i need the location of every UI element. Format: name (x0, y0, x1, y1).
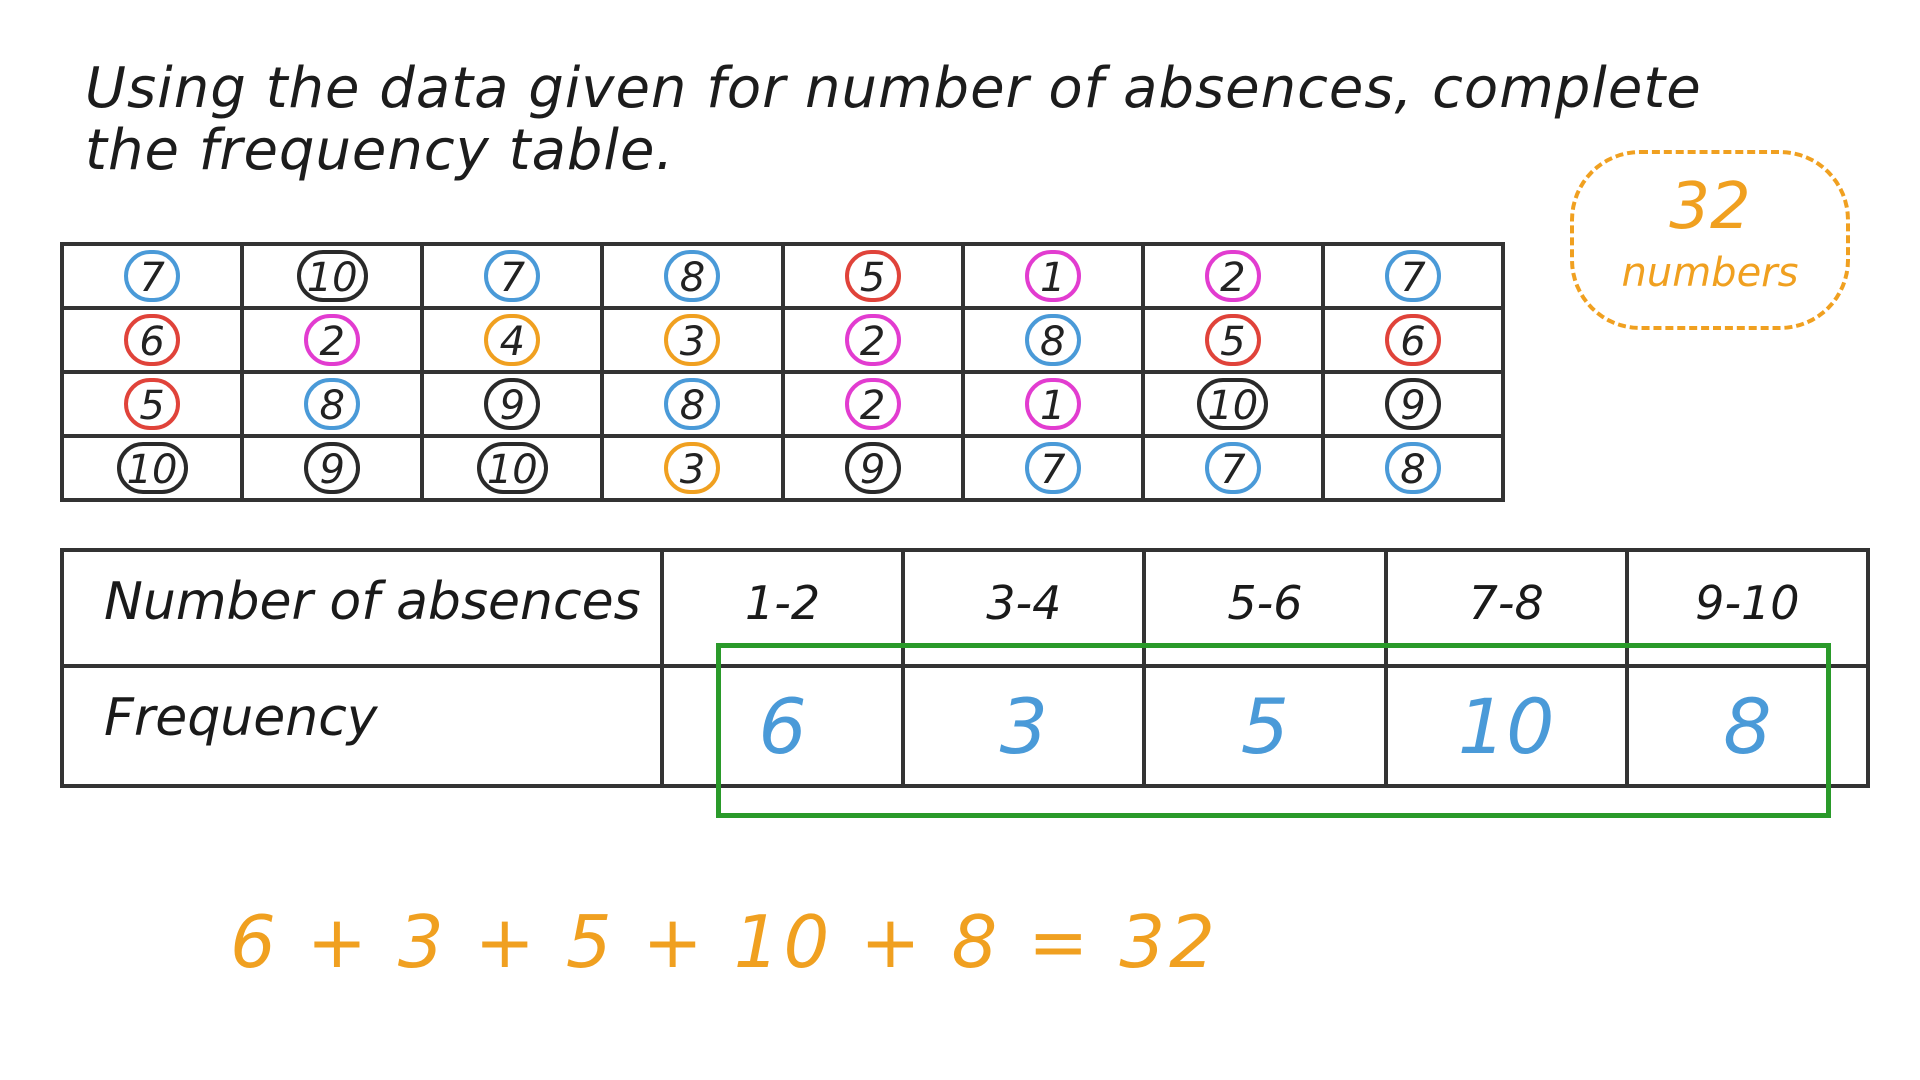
data-grid-cell: 9 (420, 370, 605, 438)
circled-value: 2 (1204, 250, 1261, 302)
data-grid-cell: 10 (1140, 370, 1325, 438)
frequency-cell: 10 (1383, 664, 1629, 788)
data-grid-row: 7 10 7 8 5 1 2 7 (59, 242, 1506, 310)
circled-value: 7 (1384, 250, 1441, 302)
class-cell: 5-6 (1142, 548, 1388, 668)
circled-value: 7 (124, 250, 181, 302)
absence-data-grid-body: 7 10 7 8 5 1 2 7 6 2 4 3 2 8 5 6 5 8 9 8 2 1 10 9 10 9 10 3 9 7 7 8 (59, 242, 1506, 502)
circled-value: 2 (304, 314, 361, 366)
frequency-row-label: Frequency (60, 664, 664, 788)
circled-value: 8 (664, 250, 721, 302)
count-note-bubble: 32 numbers (1570, 150, 1850, 330)
count-note-number: 32 (1669, 170, 1751, 244)
frequency-cell: 8 (1624, 664, 1871, 788)
data-grid-cell: 8 (600, 242, 785, 310)
data-grid-cell: 4 (420, 306, 605, 374)
data-grid-cell: 9 (240, 434, 425, 502)
circled-value: 1 (1024, 378, 1081, 430)
circled-value: 6 (124, 314, 181, 366)
circled-value: 9 (844, 442, 901, 494)
circled-value: 10 (296, 250, 368, 302)
data-grid-cell: 2 (780, 306, 965, 374)
circled-value: 5 (1204, 314, 1261, 366)
data-grid-cell: 8 (600, 370, 785, 438)
circled-value: 6 (1384, 314, 1441, 366)
data-grid-cell: 3 (600, 434, 785, 502)
circled-value: 10 (1197, 378, 1269, 430)
circled-value: 9 (304, 442, 361, 494)
frequency-cell: 5 (1142, 664, 1388, 788)
data-grid-cell: 7 (1320, 242, 1506, 310)
count-note-word: numbers (1621, 250, 1799, 296)
data-grid-cell: 7 (960, 434, 1145, 502)
data-grid-cell: 10 (59, 434, 245, 502)
circled-value: 8 (304, 378, 361, 430)
circled-value: 8 (664, 378, 721, 430)
data-grid-cell: 7 (420, 242, 605, 310)
data-grid-cell: 1 (960, 370, 1145, 438)
circled-value: 7 (1204, 442, 1261, 494)
absence-data-grid: 7 10 7 8 5 1 2 7 6 2 4 3 2 8 5 6 5 8 9 8 2 1 10 9 10 9 10 3 9 7 7 8 (59, 242, 1506, 502)
circled-value: 5 (844, 250, 901, 302)
data-grid-cell: 1 (960, 242, 1145, 310)
data-grid-cell: 8 (1320, 434, 1506, 502)
circled-value: 3 (664, 442, 721, 494)
class-cell: 3-4 (901, 548, 1147, 668)
data-grid-cell: 3 (600, 306, 785, 374)
circled-value: 8 (1024, 314, 1081, 366)
data-grid-cell: 7 (59, 242, 245, 310)
data-grid-cell: 5 (780, 242, 965, 310)
data-grid-cell: 8 (240, 370, 425, 438)
data-grid-row: 10 9 10 3 9 7 7 8 (59, 434, 1506, 502)
circled-value: 1 (1024, 250, 1081, 302)
frequency-cell: 6 (659, 664, 906, 788)
data-grid-cell: 6 (59, 306, 245, 374)
data-grid-cell: 2 (780, 370, 965, 438)
class-row: Number of absences 1-2 3-4 5-6 7-8 9-10 (60, 548, 1871, 668)
data-grid-cell: 9 (780, 434, 965, 502)
circled-value: 2 (844, 378, 901, 430)
class-cell: 1-2 (659, 548, 906, 668)
data-grid-cell: 10 (420, 434, 605, 502)
data-grid-cell: 2 (1140, 242, 1325, 310)
data-grid-cell: 8 (960, 306, 1145, 374)
data-grid-cell: 7 (1140, 434, 1325, 502)
circled-value: 10 (116, 442, 188, 494)
circled-value: 9 (1384, 378, 1441, 430)
circled-value: 7 (1024, 442, 1081, 494)
data-grid-cell: 6 (1320, 306, 1506, 374)
circled-value: 8 (1384, 442, 1441, 494)
data-grid-cell: 5 (1140, 306, 1325, 374)
frequency-table: Number of absences 1-2 3-4 5-6 7-8 9-10 … (60, 548, 1871, 788)
circled-value: 7 (484, 250, 541, 302)
data-grid-cell: 9 (1320, 370, 1506, 438)
class-cell: 9-10 (1624, 548, 1871, 668)
circled-value: 9 (484, 378, 541, 430)
circled-value: 2 (844, 314, 901, 366)
data-grid-row: 6 2 4 3 2 8 5 6 (59, 306, 1506, 374)
class-row-label: Number of absences (60, 548, 664, 668)
frequency-sum-check: 6 + 3 + 5 + 10 + 8 = 32 (230, 900, 1219, 984)
circled-value: 5 (124, 378, 181, 430)
class-cell: 7-8 (1383, 548, 1629, 668)
question-text: Using the data given for number of absen… (85, 56, 1702, 183)
data-grid-cell: 2 (240, 306, 425, 374)
data-grid-cell: 5 (59, 370, 245, 438)
circled-value: 3 (664, 314, 721, 366)
frequency-cell: 3 (901, 664, 1147, 788)
circled-value: 4 (484, 314, 541, 366)
data-grid-cell: 10 (240, 242, 425, 310)
frequency-row: Frequency 6 3 5 10 8 (60, 664, 1871, 788)
circled-value: 10 (476, 442, 548, 494)
data-grid-row: 5 8 9 8 2 1 10 9 (59, 370, 1506, 438)
